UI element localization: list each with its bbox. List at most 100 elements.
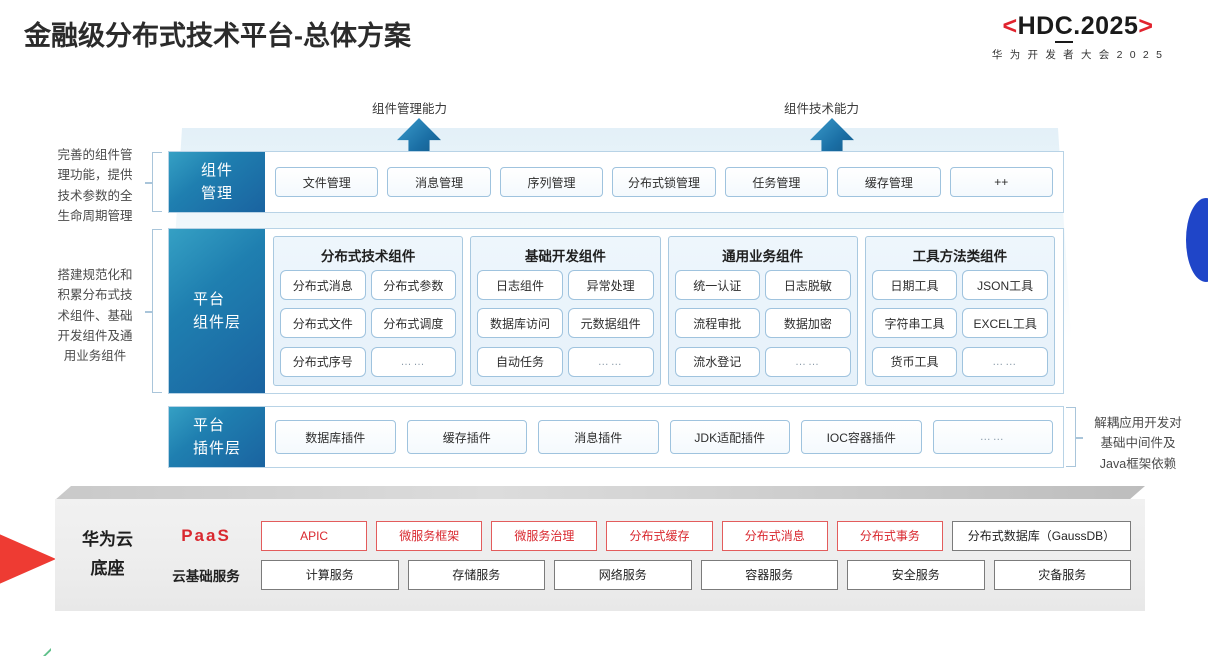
row-body-platform-component-layer: 分布式技术组件 分布式消息 分布式参数 分布式文件 分布式调度 分布式序号 ………: [265, 229, 1063, 393]
chip-excel-tool[interactable]: EXCEL工具: [962, 308, 1048, 339]
group-general-business-components: 通用业务组件 统一认证 日志脱敏 流程审批 数据加密 流水登记 ……: [667, 236, 858, 386]
note-plugin-layer: 解耦应用开发对 基础中间件及 Java框架依赖: [1094, 416, 1182, 471]
chip-distributed-message[interactable]: 分布式消息: [280, 270, 366, 300]
base-panel-title: 华为云 底座: [82, 530, 133, 578]
base-chip-distributed-cache[interactable]: 分布式缓存: [606, 520, 713, 551]
page-title: 金融级分布式技术平台-总体方案: [24, 21, 411, 51]
bracket-left-icon: <: [1002, 12, 1018, 40]
chip-database-access[interactable]: 数据库访问: [477, 308, 563, 339]
chip-unified-auth[interactable]: 统一认证: [674, 270, 761, 300]
row-platform-plugin-layer: 平台 插件层 数据库插件 缓存插件 消息插件 JDK适配插件 IOC容器插件 ……: [168, 406, 1064, 468]
row-body-component-management: 文件管理 消息管理 序列管理 分布式锁管理 任务管理 缓存管理 ++: [265, 152, 1063, 212]
chip-file-management[interactable]: 文件管理: [275, 167, 379, 197]
bracket-left-component: [145, 229, 162, 393]
base-chip-storage-service[interactable]: 存储服务: [407, 559, 545, 590]
paas-label: PaaS: [181, 525, 231, 545]
group-title-tool-method: 工具方法类组件: [912, 249, 1008, 264]
hdc-logo-subtitle: 华 为 开 发 者 大 会 2 0 2 5: [991, 49, 1165, 61]
base-chip-microservice-governance[interactable]: 微服务治理: [491, 520, 598, 551]
group-grid-general-business: 统一认证 日志脱敏 流程审批 数据加密 流水登记 ……: [674, 270, 851, 380]
chip-jdk-adapter-plugin[interactable]: JDK适配插件: [669, 420, 790, 454]
group-basic-dev-components: 基础开发组件 日志组件 异常处理 数据库访问 元数据组件 自动任务 ……: [470, 236, 661, 386]
chip-json-tool[interactable]: JSON工具: [962, 270, 1048, 300]
chip-cache-management[interactable]: 缓存管理: [837, 167, 941, 197]
hdc-text-pre: HD: [1017, 12, 1055, 40]
hdc-logo-main: <HDC.2025>: [954, 12, 1202, 43]
chip-distributed-file[interactable]: 分布式文件: [280, 308, 366, 339]
base-chip-network-service[interactable]: 网络服务: [554, 559, 692, 590]
chip-cache-plugin[interactable]: 缓存插件: [406, 420, 527, 454]
base-chip-apic[interactable]: APIC: [261, 520, 368, 551]
chip-add-more[interactable]: ++: [949, 167, 1053, 197]
chip-distributed-sequence[interactable]: 分布式序号: [280, 346, 366, 377]
base-panel-body: 华为云 底座 PaaS APIC 微服务框架 微服务治理 分布式缓存 分布式消息…: [55, 499, 1145, 611]
chip-ioc-container-plugin[interactable]: IOC容器插件: [801, 420, 922, 454]
base-chip-microservice-framework[interactable]: 微服务框架: [376, 520, 483, 551]
note-component-management: 完善的组件管 理功能，提供 技术参数的全 生命周期管理: [57, 148, 133, 223]
group-title-basic-dev: 基础开发组件: [524, 249, 606, 264]
group-grid-basic-dev: 日志组件 异常处理 数据库访问 元数据组件 自动任务 ……: [477, 270, 654, 380]
blue-lens-decoration: [1186, 198, 1208, 282]
base-chip-distributed-message[interactable]: 分布式消息: [721, 520, 828, 551]
chip-more-distributed-tech[interactable]: ……: [370, 346, 457, 377]
chip-more-tool-method[interactable]: ……: [962, 346, 1048, 377]
row-tab-platform-plugin-layer: 平台 插件层: [169, 407, 265, 467]
base-chip-container-service[interactable]: 容器服务: [700, 559, 838, 590]
chip-exception-handling[interactable]: 异常处理: [567, 270, 654, 300]
bracket-right-icon: >: [1138, 12, 1154, 40]
chip-task-management[interactable]: 任务管理: [724, 167, 829, 197]
arrow-label-component-technology: 组件技术能力: [784, 102, 860, 116]
cloud-service-label: 云基础服务: [172, 568, 240, 584]
base-row-paas: PaaS APIC 微服务框架 微服务治理 分布式缓存 分布式消息 分布式事务 …: [160, 520, 1131, 551]
row-tab-component-management: 组件 管理: [169, 152, 265, 212]
chip-message-management[interactable]: 消息管理: [387, 167, 491, 197]
chip-more-general-business[interactable]: ……: [765, 346, 851, 377]
red-wedge-decoration: [0, 516, 56, 602]
row-platform-component-layer: 平台 组件层 分布式技术组件 分布式消息 分布式参数 分布式文件 分布式调度 分…: [168, 228, 1064, 394]
chip-metadata-component[interactable]: 元数据组件: [567, 308, 654, 339]
base-chip-distributed-transaction[interactable]: 分布式事务: [836, 520, 943, 551]
chip-log-component[interactable]: 日志组件: [477, 270, 563, 300]
group-title-general-business: 通用业务组件: [722, 249, 804, 264]
row-component-management: 组件 管理 文件管理 消息管理 序列管理 分布式锁管理 任务管理 缓存管理 ++: [168, 151, 1064, 213]
group-tool-method-components: 工具方法类组件 日期工具 JSON工具 字符串工具 EXCEL工具 货币工具 ……: [864, 236, 1055, 386]
row-body-platform-plugin-layer: 数据库插件 缓存插件 消息插件 JDK适配插件 IOC容器插件 ……: [265, 407, 1063, 467]
arrow-label-component-management: 组件管理能力: [372, 102, 448, 116]
group-distributed-tech-components: 分布式技术组件 分布式消息 分布式参数 分布式文件 分布式调度 分布式序号 ……: [273, 236, 464, 386]
huawei-cloud-base-panel: 华为云 底座 PaaS APIC 微服务框架 微服务治理 分布式缓存 分布式消息…: [55, 486, 1145, 611]
group-grid-distributed-tech: 分布式消息 分布式参数 分布式文件 分布式调度 分布式序号 ……: [280, 270, 457, 380]
base-row-cloud-services: 云基础服务 计算服务 存储服务 网络服务 容器服务 安全服务 灾备服务: [160, 559, 1131, 590]
chip-process-approval[interactable]: 流程审批: [674, 308, 761, 339]
bracket-left-manage: [145, 152, 162, 212]
hdc-text-post: .2025: [1073, 12, 1139, 40]
group-grid-tool-method: 日期工具 JSON工具 字符串工具 EXCEL工具 货币工具 ……: [871, 270, 1048, 380]
hdc-text-underlined: C: [1054, 12, 1074, 43]
chip-sequence-management[interactable]: 序列管理: [499, 167, 604, 197]
hdc-logo: <HDC.2025> 华 为 开 发 者 大 会 2 0 2 5: [954, 12, 1202, 62]
chip-date-tool[interactable]: 日期工具: [871, 270, 958, 300]
chip-more-basic-dev[interactable]: ……: [567, 346, 654, 377]
base-chip-distributed-database-gaussdb[interactable]: 分布式数据库（GaussDB）: [951, 520, 1131, 551]
chip-log-desensitization[interactable]: 日志脱敏: [765, 270, 851, 300]
base-chip-dr-service[interactable]: 灾备服务: [993, 559, 1131, 590]
green-tick-decoration: [43, 648, 51, 656]
base-chip-security-service[interactable]: 安全服务: [847, 559, 985, 590]
chip-string-tool[interactable]: 字符串工具: [871, 308, 958, 339]
base-panel-rows: PaaS APIC 微服务框架 微服务治理 分布式缓存 分布式消息 分布式事务 …: [160, 520, 1145, 590]
chip-transaction-register[interactable]: 流水登记: [674, 346, 761, 377]
chip-distributed-parameter[interactable]: 分布式参数: [370, 270, 457, 300]
chip-database-plugin[interactable]: 数据库插件: [275, 420, 396, 454]
note-component-layer: 搭建规范化和 积累分布式技 术组件、基础 开发组件及通 用业务组件: [57, 268, 133, 363]
chip-more-plugins[interactable]: ……: [932, 420, 1053, 454]
group-title-distributed-tech: 分布式技术组件: [320, 249, 416, 264]
base-chip-compute-service[interactable]: 计算服务: [261, 559, 399, 590]
row-tab-platform-component-layer: 平台 组件层: [169, 229, 265, 393]
chip-distributed-lock-management[interactable]: 分布式锁管理: [612, 167, 716, 197]
chip-message-plugin[interactable]: 消息插件: [538, 420, 659, 454]
chip-data-encryption[interactable]: 数据加密: [765, 308, 851, 339]
chip-distributed-schedule[interactable]: 分布式调度: [370, 308, 457, 339]
chip-currency-tool[interactable]: 货币工具: [871, 346, 958, 377]
base-panel-top-bevel: [55, 486, 1145, 500]
bracket-right-plugin: [1066, 407, 1083, 467]
chip-auto-task[interactable]: 自动任务: [477, 346, 563, 377]
